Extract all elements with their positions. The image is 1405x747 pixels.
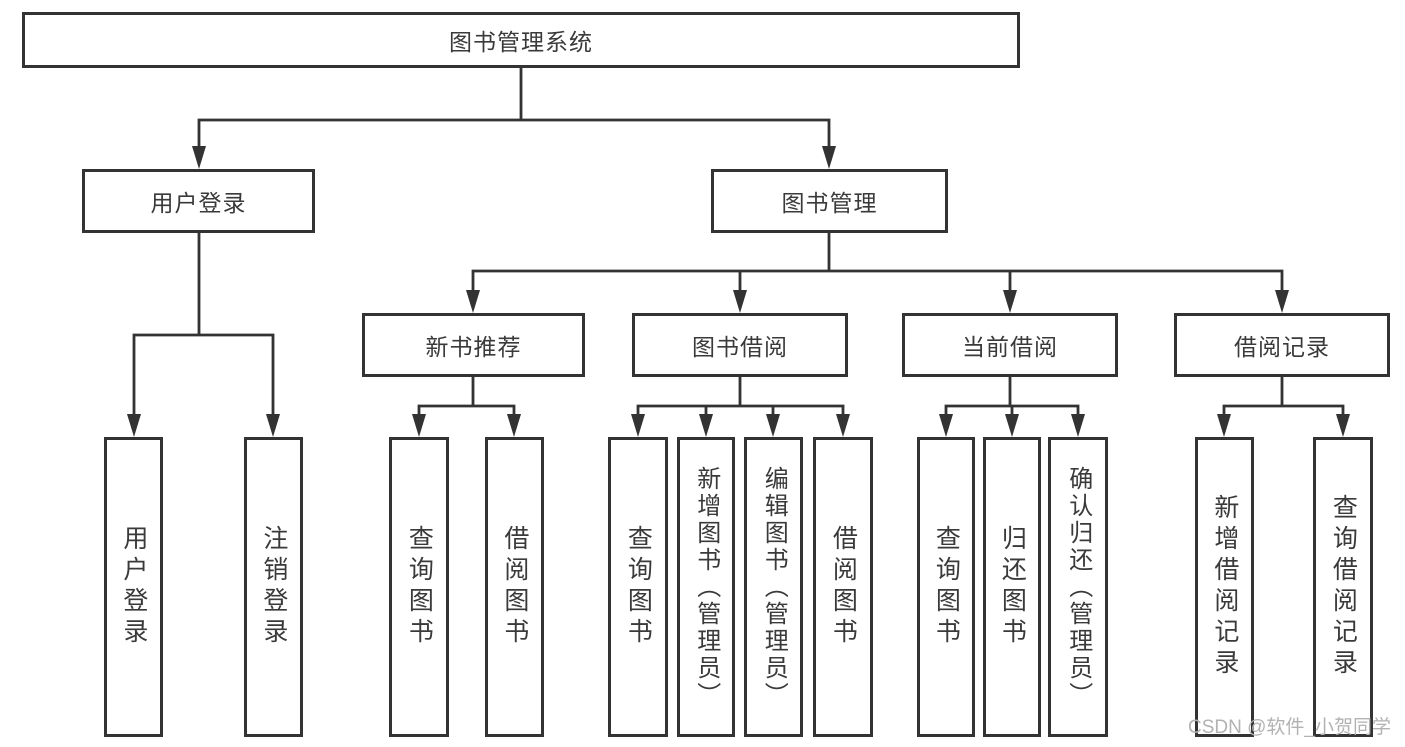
connector-current-borrow [939, 375, 1085, 437]
arrowhead-icon [766, 414, 780, 437]
connector-new-book-recommend [412, 375, 521, 437]
arrowhead-icon [822, 146, 836, 169]
arrowhead-icon [412, 414, 426, 437]
arrowhead-icon [939, 414, 953, 437]
node-label: 新书推荐 [425, 334, 522, 360]
node-label: 当前借阅 [962, 334, 1058, 360]
arrowhead-icon [1071, 414, 1085, 437]
leaf-confirm-return-admin: 确认归还（管理员） [1048, 437, 1108, 737]
node-book-borrow: 图书借阅 [632, 313, 848, 377]
leaf-label: 查询借阅记录 [1329, 494, 1358, 680]
node-borrow-records: 借阅记录 [1174, 313, 1390, 377]
arrowhead-icon [1336, 414, 1350, 437]
node-label: 图书管理系统 [449, 29, 593, 55]
node-library-management-system: 图书管理系统 [22, 12, 1020, 68]
leaf-borrow-books-2: 借阅图书 [813, 437, 873, 737]
leaf-label: 注销登录 [259, 525, 288, 649]
node-new-book-recommend: 新书推荐 [362, 313, 585, 377]
arrowhead-icon [466, 290, 480, 313]
node-current-borrow: 当前借阅 [902, 313, 1118, 377]
connector-borrow-records [1217, 375, 1350, 437]
arrowhead-icon [631, 414, 645, 437]
leaf-query-books-2: 查询图书 [608, 437, 668, 737]
leaf-label: 借阅图书 [500, 525, 529, 649]
leaf-label: 查询图书 [405, 525, 434, 649]
node-label: 用户登录 [150, 190, 247, 216]
connector-book-management [466, 231, 1289, 313]
node-label: 图书管理 [781, 190, 878, 216]
leaf-label: 编辑图书（管理员） [760, 465, 788, 709]
leaf-label: 新增图书（管理员） [692, 465, 720, 709]
arrowhead-icon [1005, 414, 1019, 437]
node-book-management: 图书管理 [711, 169, 948, 233]
leaf-add-books-admin: 新增图书（管理员） [677, 437, 735, 737]
arrowhead-icon [507, 414, 521, 437]
node-label: 借阅记录 [1234, 334, 1330, 360]
leaf-label: 查询图书 [932, 525, 961, 649]
node-user-login: 用户登录 [82, 169, 315, 233]
leaf-edit-books-admin: 编辑图书（管理员） [744, 437, 803, 737]
arrowhead-icon [192, 146, 206, 169]
arrowhead-icon [1275, 290, 1289, 313]
arrowhead-icon [1217, 414, 1231, 437]
arrowhead-icon [1003, 290, 1017, 313]
arrowhead-icon [127, 414, 141, 437]
leaf-label: 查询图书 [624, 525, 653, 649]
connector-user-login [127, 231, 280, 437]
leaf-label: 确认归还（管理员） [1064, 465, 1092, 709]
leaf-query-borrow-record: 查询借阅记录 [1313, 437, 1373, 737]
arrowhead-icon [699, 414, 713, 437]
connector-book-borrow [631, 375, 850, 437]
leaf-query-books-1: 查询图书 [389, 437, 449, 737]
leaf-label: 新增借阅记录 [1210, 494, 1239, 680]
leaf-label: 借阅图书 [829, 525, 858, 649]
arrowhead-icon [733, 290, 747, 313]
node-label: 图书借阅 [692, 334, 788, 360]
arrowhead-icon [266, 414, 280, 437]
leaf-borrow-books-1: 借阅图书 [485, 437, 544, 737]
leaf-add-borrow-record: 新增借阅记录 [1195, 437, 1254, 737]
connector-root [192, 66, 836, 169]
leaf-query-books-3: 查询图书 [917, 437, 975, 737]
leaf-logout: 注销登录 [244, 437, 303, 737]
arrowhead-icon [836, 414, 850, 437]
leaf-user-login: 用户登录 [104, 437, 163, 737]
leaf-return-books: 归还图书 [983, 437, 1041, 737]
leaf-label: 归还图书 [998, 525, 1027, 649]
leaf-label: 用户登录 [119, 525, 148, 649]
csdn-watermark: CSDN @软件_小贺同学 [1188, 717, 1391, 738]
